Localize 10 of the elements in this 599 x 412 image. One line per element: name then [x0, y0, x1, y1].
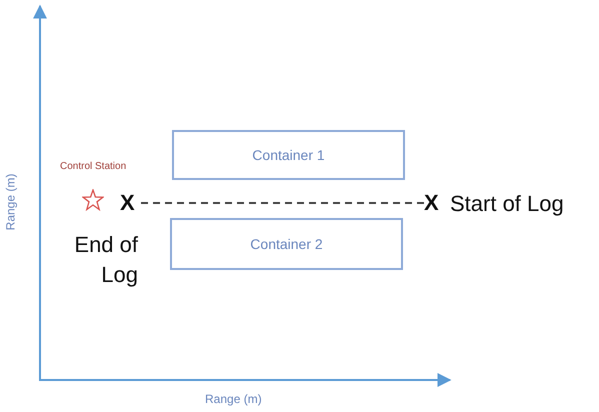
- station-label: Control Station: [60, 161, 126, 172]
- cross-mark: X: [120, 192, 135, 214]
- marker-label: Start of Log: [450, 190, 565, 218]
- cross-mark: X: [424, 192, 439, 214]
- container-box: Container 1: [172, 130, 405, 180]
- container-box: Container 2: [170, 218, 403, 270]
- axis-label: Range (m): [3, 174, 18, 230]
- axis-label: Range (m): [205, 392, 262, 406]
- marker-label: End of Log: [73, 231, 138, 289]
- dashed-line: [138, 202, 424, 204]
